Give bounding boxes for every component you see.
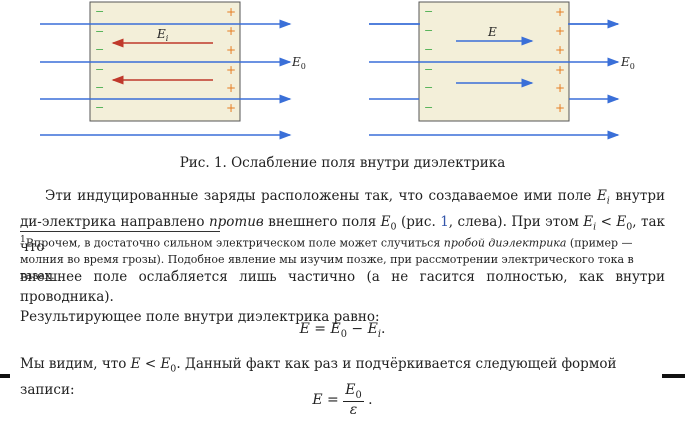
svg-text:+: + bbox=[226, 81, 236, 95]
figure-caption: Рис. 1. Ослабление поля внутри диэлектри… bbox=[179, 155, 506, 171]
minus-signs-right: − − − − − − bbox=[424, 5, 433, 114]
svg-text:−: − bbox=[424, 63, 433, 76]
paragraph-1: Эти индуцированные заряды расположены та… bbox=[20, 186, 665, 257]
minus-signs-left: − − − − − − bbox=[95, 5, 104, 114]
svg-text:+: + bbox=[555, 101, 565, 115]
eq1-period: . bbox=[380, 321, 386, 337]
math-ei: E bbox=[596, 188, 607, 204]
svg-text:−: − bbox=[95, 101, 104, 114]
math-cmp-ei: E bbox=[583, 213, 594, 230]
label-e0-left: E0 bbox=[291, 55, 306, 71]
svg-text:+: + bbox=[226, 63, 236, 77]
eq1-equals: = bbox=[309, 321, 331, 337]
eq2-numerator: E0 bbox=[343, 382, 364, 402]
para3-math-e: E bbox=[130, 356, 141, 372]
right-margin-marker bbox=[662, 374, 685, 378]
svg-text:+: + bbox=[555, 24, 565, 38]
plus-signs-right: + + + + + + bbox=[555, 5, 565, 115]
para3-lt: < bbox=[140, 356, 161, 372]
figure-ref-link[interactable]: 1 bbox=[440, 213, 449, 230]
svg-text:+: + bbox=[555, 43, 565, 57]
svg-text:+: + bbox=[226, 5, 236, 19]
eq2-num-sub: 0 bbox=[355, 389, 362, 401]
eq1-minus: − bbox=[346, 321, 368, 337]
eq1-ei: E bbox=[367, 321, 378, 337]
math-cmp-e0: E bbox=[616, 213, 627, 230]
para1-text-4: (рис. bbox=[396, 213, 441, 230]
footnote: 1Впрочем, в достаточно сильном электриче… bbox=[20, 232, 668, 284]
left-panel: − − − − − − + + + + + + Ei E0 bbox=[40, 1, 306, 140]
field-lines-left bbox=[40, 19, 292, 140]
label-e: E bbox=[487, 25, 497, 39]
math-e0-sub: 0 bbox=[390, 221, 397, 233]
svg-text:−: − bbox=[95, 63, 104, 76]
para1-emphasis: против bbox=[208, 213, 264, 230]
plus-signs-left: + + + + + + bbox=[226, 5, 236, 115]
para2-line-2: Результирующее поле внутри диэлектрика р… bbox=[20, 309, 380, 325]
para3-math-e0: E bbox=[160, 356, 171, 372]
math-cmp-e0-sub: 0 bbox=[626, 221, 633, 233]
svg-text:−: − bbox=[424, 5, 433, 18]
induced-field-arrows-left bbox=[111, 38, 213, 85]
left-margin-marker bbox=[0, 374, 10, 378]
eq2-period: . bbox=[363, 391, 373, 408]
inner-field-arrows-right bbox=[456, 36, 534, 88]
para1-text-2: внутри ди-электрика направлено bbox=[20, 188, 665, 230]
math-lt: < bbox=[596, 213, 617, 230]
footnote-text-2: (пример — молния во время грозы). Подобн… bbox=[20, 236, 634, 282]
footnote-rule bbox=[20, 231, 220, 232]
math-ei-sub: i bbox=[606, 195, 610, 207]
footnote-mark: 1 bbox=[20, 234, 26, 245]
svg-text:+: + bbox=[226, 24, 236, 38]
svg-text:+: + bbox=[226, 43, 236, 57]
svg-text:−: − bbox=[95, 25, 104, 38]
eq1-ei-sub: i bbox=[377, 328, 381, 340]
para1-text-1: Эти индуцированные заряды расположены та… bbox=[45, 188, 597, 204]
outer-segments-right bbox=[369, 19, 620, 104]
right-panel: − − − − − − + + + + + + E E0 bbox=[369, 1, 635, 140]
svg-text:+: + bbox=[226, 101, 236, 115]
eq2-equals: = bbox=[322, 391, 344, 408]
paragraph-3: Мы видим, что E < E0. Данный факт как ра… bbox=[20, 354, 665, 400]
footnote-emphasis: пробой диэлектрика bbox=[443, 236, 567, 250]
label-e0-right: E0 bbox=[620, 55, 635, 71]
svg-text:−: − bbox=[95, 5, 104, 18]
eq1-e0-sub: 0 bbox=[340, 328, 347, 340]
svg-text:−: − bbox=[424, 101, 433, 114]
slab-mask-right bbox=[420, 19, 568, 29]
eq2-denominator: ε bbox=[349, 401, 358, 418]
svg-text:−: − bbox=[424, 43, 433, 56]
para2-line-1: внешнее поле ослабляется лишь частично (… bbox=[20, 269, 665, 305]
para3-math-e0-sub: 0 bbox=[170, 363, 177, 375]
svg-text:+: + bbox=[555, 5, 565, 19]
eq2-num-e: E bbox=[345, 382, 356, 398]
svg-text:−: − bbox=[424, 81, 433, 94]
eq2-lhs: E bbox=[312, 391, 323, 408]
paragraph-2: внешнее поле ослабляется лишь частично (… bbox=[20, 267, 665, 327]
slab-mask-right-2 bbox=[420, 94, 568, 104]
para3-text-1: Мы видим, что bbox=[20, 356, 131, 372]
svg-text:−: − bbox=[95, 43, 104, 56]
para1-text-3: внешнего поля bbox=[263, 213, 381, 230]
equation-1: E = E0 − Ei. bbox=[0, 321, 685, 340]
svg-text:+: + bbox=[555, 81, 565, 95]
dielectric-figure: − − − − − − + + + + + + Ei E0 − − − bbox=[40, 1, 635, 140]
para1-text-6: , так что bbox=[20, 213, 665, 256]
footnote-text-1: Впрочем, в достаточно сильном электричес… bbox=[25, 236, 444, 250]
label-ei: Ei bbox=[156, 27, 169, 43]
svg-text:−: − bbox=[95, 81, 104, 94]
para3-text-2: . Данный факт как раз и подчёркивается с… bbox=[20, 356, 617, 398]
math-e0: E bbox=[380, 213, 391, 230]
eq1-e0: E bbox=[330, 321, 341, 337]
para1-text-5: , слева). При этом bbox=[448, 213, 584, 230]
eq1-lhs: E bbox=[299, 321, 310, 337]
svg-text:+: + bbox=[555, 63, 565, 77]
svg-text:−: − bbox=[424, 24, 433, 37]
math-cmp-ei-sub: i bbox=[593, 221, 597, 233]
